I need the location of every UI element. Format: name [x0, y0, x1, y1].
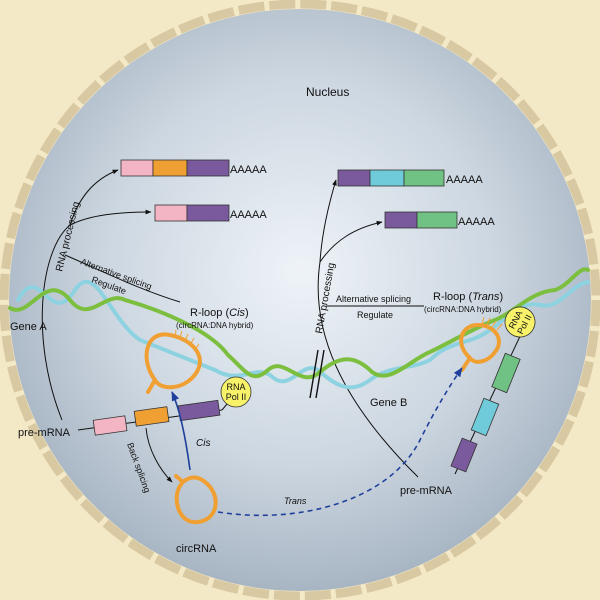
rloop-trans-prefix: R-loop (	[433, 291, 472, 303]
gene-separator-mark	[309, 349, 325, 399]
exon-pink	[120, 159, 154, 177]
rloop-trans-italic: Trans	[472, 291, 500, 303]
exon-cyan	[470, 397, 500, 437]
arrow-to-isoform-4	[319, 220, 383, 263]
processing-line-left	[41, 224, 71, 421]
circrna	[174, 474, 218, 525]
mrna-isoform-1: AAAAA	[120, 159, 267, 177]
left-process-lines	[41, 169, 181, 421]
trans-arrow	[217, 367, 463, 517]
rloop-cis-label: R-loop (Cis)	[190, 307, 249, 319]
rloop-cis-italic: Cis	[229, 307, 245, 319]
circrna-in-rloop-trans	[459, 322, 501, 372]
circrna-label: circRNA	[176, 543, 217, 555]
exon-orange	[133, 406, 170, 427]
cis-label: Cis	[196, 438, 210, 449]
exon-pink	[154, 204, 188, 222]
trans-label: Trans	[284, 496, 307, 506]
arrow-to-isoform-3	[319, 179, 337, 263]
nucleus-label: Nucleus	[306, 85, 349, 99]
alt-splicing-right: Alternative splicing	[336, 294, 411, 304]
poly-a-tail: AAAAA	[230, 209, 267, 221]
rloop-cis-prefix: R-loop (	[190, 307, 229, 319]
dna-double-helix	[8, 267, 590, 390]
mrna-isoform-2: AAAAA	[154, 204, 267, 222]
pre-mrna-left	[77, 397, 233, 436]
regulate-right: Regulate	[357, 310, 393, 320]
pre-mrna-right	[450, 329, 524, 475]
rloop-trans-suffix: )	[499, 291, 503, 303]
dna-strand-green	[8, 267, 590, 380]
exon-green	[416, 211, 458, 229]
hybrid-trans-label: (circRNA:DNA hybrid)	[424, 305, 502, 314]
pre-mrna-left-label: pre-mRNA	[18, 427, 71, 439]
poly-a-tail: AAAAA	[446, 174, 483, 186]
gene-b-label: Gene B	[370, 397, 407, 409]
mrna-isoform-4: AAAAA	[384, 211, 495, 229]
arrow-to-isoform-1	[69, 169, 119, 226]
exon-green	[491, 352, 521, 394]
exon-purple	[186, 204, 230, 222]
exon-orange	[152, 159, 188, 177]
hybrid-cis-label: (circRNA:DNA hybrid)	[176, 321, 254, 330]
exon-pink	[92, 415, 128, 436]
rloop-cis-suffix: )	[245, 307, 249, 319]
pol-ii-label-line1: RNA	[226, 382, 245, 392]
pre-mrna-right-label: pre-mRNA	[400, 485, 453, 497]
rloop-cis	[144, 329, 202, 394]
poly-a-tail: AAAAA	[230, 164, 267, 176]
processing-line-right	[317, 261, 419, 478]
poly-a-tail: AAAAA	[458, 216, 495, 228]
pol-ii-circle	[220, 376, 252, 408]
exon-purple	[186, 159, 230, 177]
exon-cyan	[369, 169, 405, 187]
mrna-isoform-3: AAAAA	[337, 169, 483, 187]
rloop-trans	[459, 316, 503, 372]
gene-a-label: Gene A	[10, 321, 47, 333]
rloop-trans-label: R-loop (Trans)	[433, 291, 503, 303]
exon-green	[403, 169, 445, 187]
back-splicing-arrow	[145, 427, 173, 483]
cis-arrow	[171, 391, 191, 471]
pol-ii-circle	[504, 306, 536, 338]
exon-purple	[384, 211, 418, 229]
pol-ii-label-line2: Pol II	[226, 392, 247, 402]
nucleus-body	[9, 9, 591, 591]
dna-strand-blue	[16, 279, 590, 390]
hybrid-ticks-cis	[174, 329, 200, 351]
exon-purple	[450, 437, 478, 473]
hybrid-ticks-trans	[481, 316, 503, 331]
rna-pol-ii-right: RNA Pol II	[504, 306, 536, 338]
right-process-lines	[317, 179, 424, 478]
exon-purple	[337, 169, 371, 187]
regulate-line-left	[64, 254, 181, 303]
rna-pol-ii-left: RNA Pol II	[220, 376, 252, 408]
arrow-to-isoform-2	[69, 209, 152, 226]
